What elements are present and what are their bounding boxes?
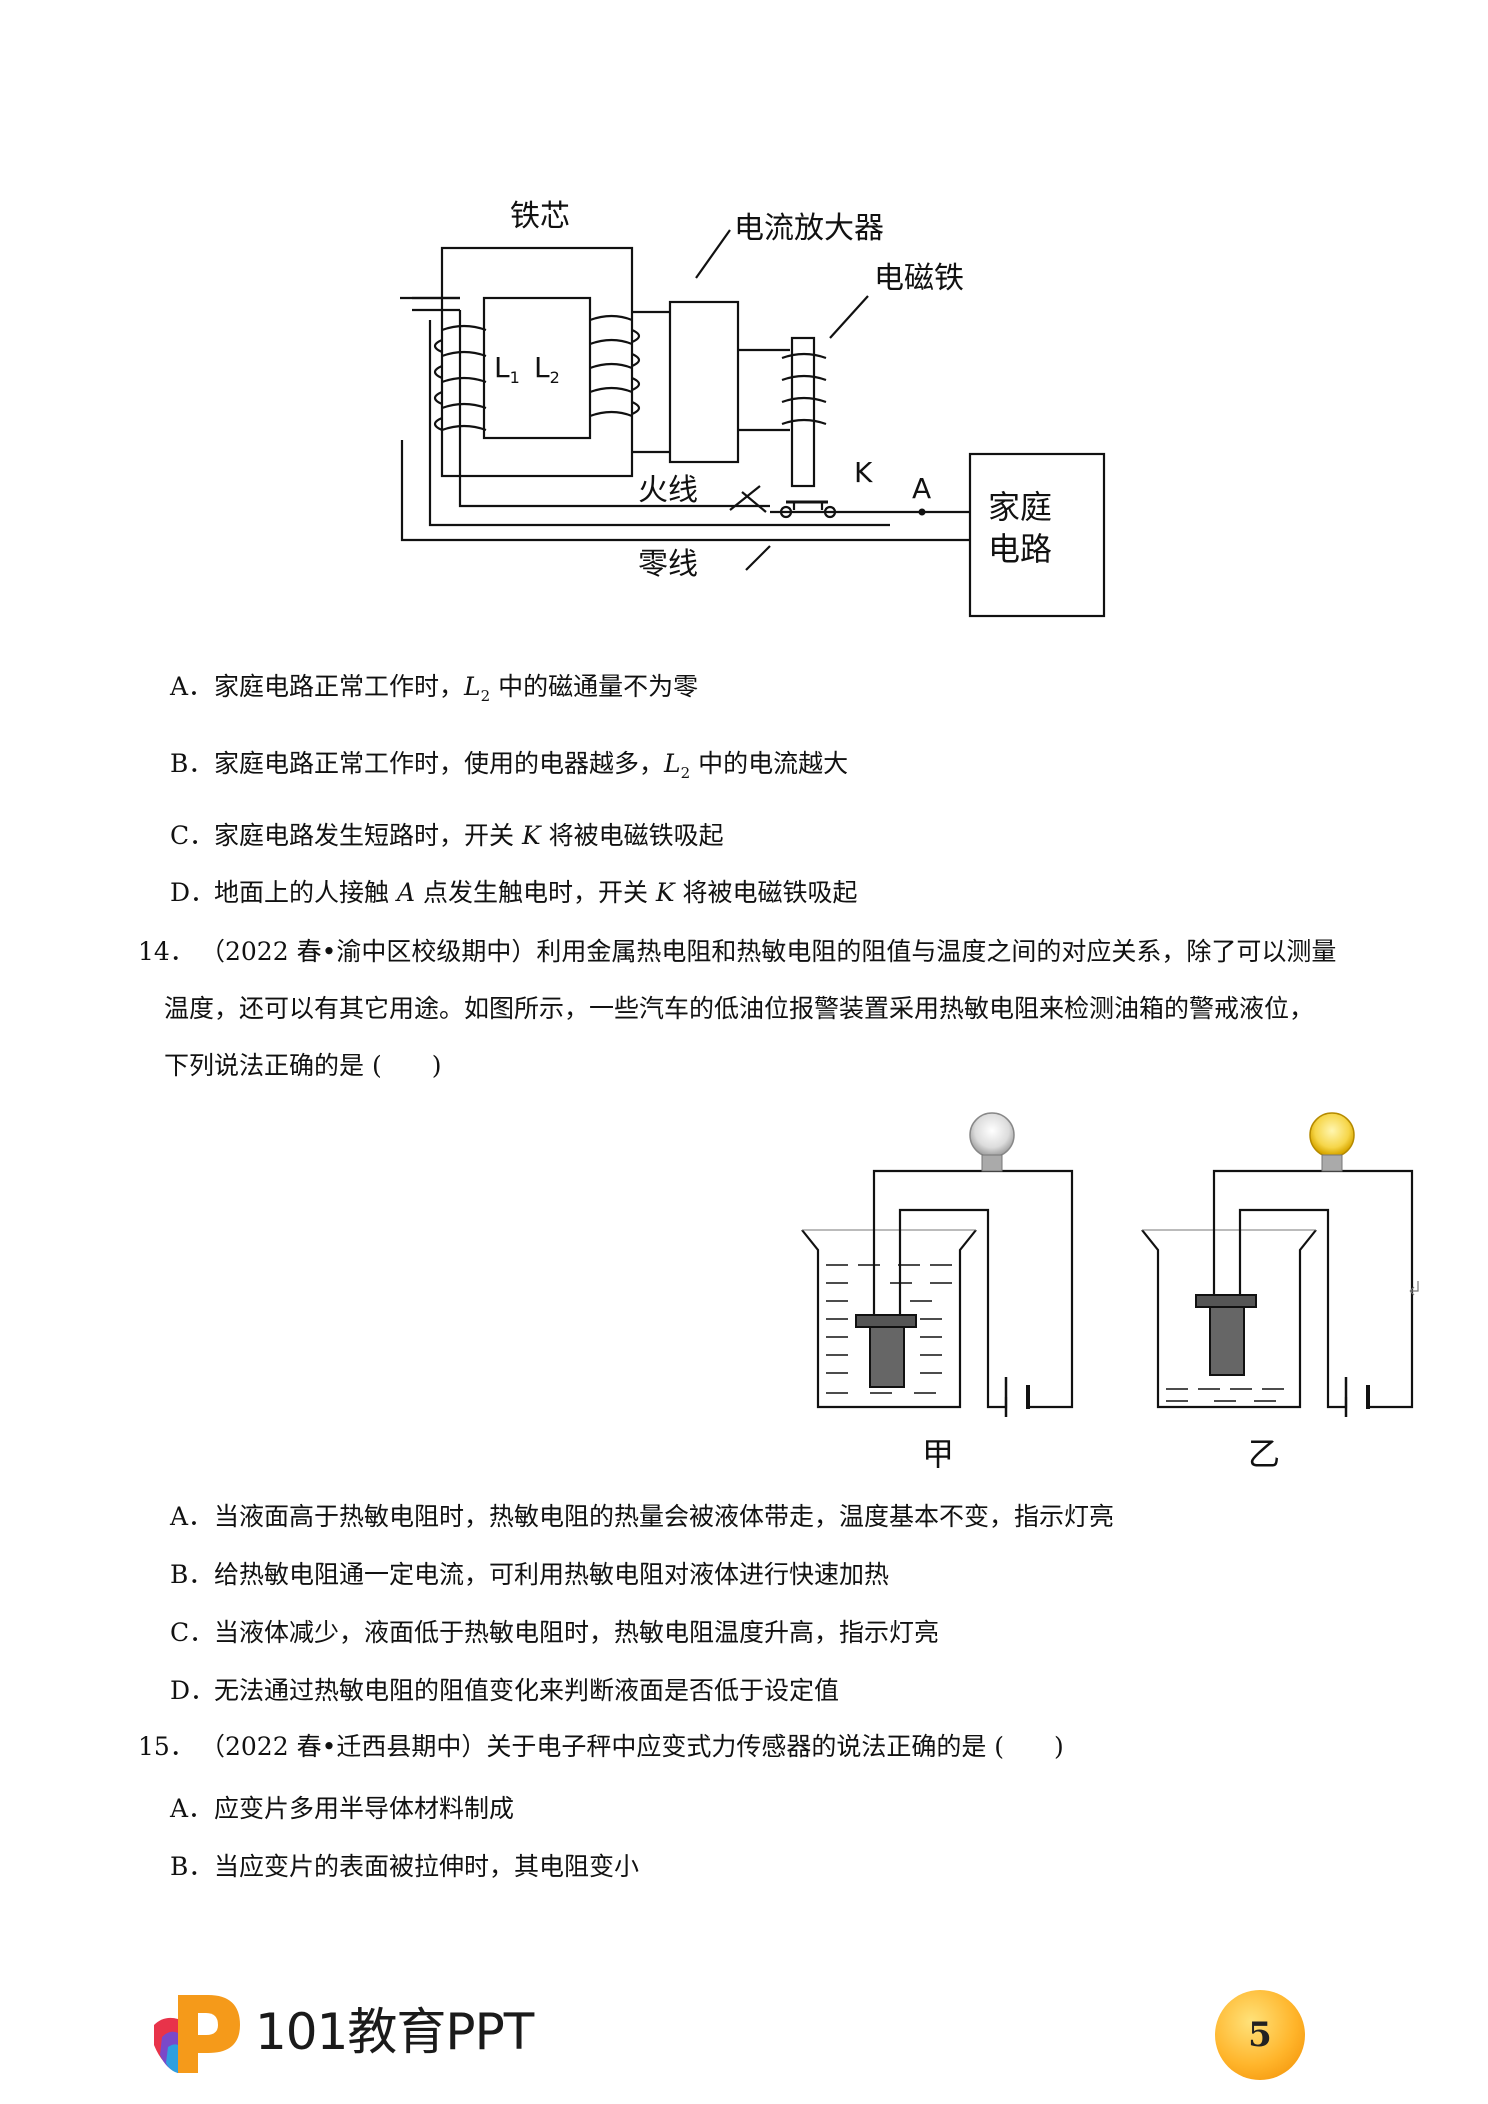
electromagnet-core: [790, 336, 816, 488]
option-text: 点发生触电时，开关: [415, 878, 656, 907]
brand-logo-icon: [148, 1985, 248, 2084]
beaker-left: 甲: [801, 1112, 1074, 1473]
label-coil-l1: L1: [494, 351, 520, 387]
option-var: L: [464, 672, 481, 701]
home-circuit-box: [968, 452, 1106, 618]
q15-option-a: A．应变片多用半导体材料制成: [170, 1792, 514, 1826]
thermistor-cap: [855, 1314, 917, 1328]
label-coil-l2: L2: [534, 351, 560, 387]
option-key: B．: [170, 749, 214, 778]
option-var: K: [655, 878, 675, 907]
circuit-figure-leakage-protector: 铁芯 电流放大器 电磁铁 L1 L2 K A 火线 零线 家庭 电路: [390, 190, 1120, 630]
option-sub: 2: [680, 764, 691, 782]
option-text: 给热敏电阻通一定电流，可利用热敏电阻对液体进行快速加热: [214, 1560, 890, 1589]
option-key: D．: [170, 1676, 216, 1705]
label-home-circuit-1: 家庭: [988, 488, 1052, 526]
option-text: 中的磁通量不为零: [490, 672, 699, 701]
label-jia: 甲: [922, 1435, 954, 1473]
thermistor-body: [1209, 1306, 1245, 1376]
option-text: 中的电流越大: [690, 749, 849, 778]
label-yi: 乙: [1248, 1435, 1280, 1473]
option-key: A．: [170, 1502, 214, 1531]
thermistor-beaker-figure: 甲: [790, 1105, 1430, 1490]
q13-option-d: D．地面上的人接触 A 点发生触电时，开关 K 将被电磁铁吸起: [170, 876, 858, 910]
label-electromagnet: 电磁铁: [874, 261, 964, 296]
option-key: C．: [170, 821, 215, 850]
point-a-dot: [918, 508, 926, 516]
option-text: 当应变片的表面被拉伸时，其电阻变小: [214, 1852, 640, 1881]
option-text: 家庭电路正常工作时，: [214, 672, 465, 701]
option-var: L: [664, 749, 681, 778]
option-text: 家庭电路发生短路时，开关: [214, 821, 522, 850]
label-current-amplifier: 电流放大器: [734, 211, 884, 246]
question-number: 14．: [138, 937, 195, 966]
q14-option-a: A．当液面高于热敏电阻时，热敏电阻的热量会被液体带走，温度基本不变，指示灯亮: [170, 1500, 1114, 1534]
option-sub: 2: [480, 687, 491, 705]
q14-stem-line2: 温度，还可以有其它用途。如图所示，一些汽车的低油位报警装置采用热敏电阻来检测油箱…: [164, 994, 1315, 1023]
label-home-circuit-2: 电路: [988, 530, 1052, 568]
label-iron-core: 铁芯: [510, 199, 570, 234]
bulb-off-icon: [969, 1112, 1015, 1172]
q14-stem-line1: 14．（2022 春•渝中区校级期中）利用金属热电阻和热敏电阻的阻值与温度之间的…: [138, 935, 1336, 969]
return-mark-icon: [1409, 1281, 1419, 1296]
option-var: K: [521, 821, 541, 850]
label-point-a: A: [912, 472, 931, 505]
option-text: 应变片多用半导体材料制成: [214, 1794, 515, 1823]
brand-name: 101教育PPT: [255, 2003, 534, 2061]
circuit-diagram: 铁芯 电流放大器 电磁铁 L1 L2 K A 火线 零线 家庭 电路: [400, 199, 1106, 618]
q13-option-a: A．家庭电路正常工作时，L2 中的磁通量不为零: [170, 670, 698, 713]
thermistor-body: [869, 1326, 905, 1388]
q14-option-b: B．给热敏电阻通一定电流，可利用热敏电阻对液体进行快速加热: [170, 1558, 889, 1592]
option-text: 当液体减少，液面低于热敏电阻时，热敏电阻温度升高，指示灯亮: [214, 1618, 940, 1647]
option-text: 将被电磁铁吸起: [540, 821, 724, 850]
label-live-wire: 火线: [638, 473, 698, 508]
option-text: 家庭电路正常工作时，使用的电器越多，: [214, 749, 665, 778]
option-key: C．: [170, 1618, 215, 1647]
question-text: （2022 春•渝中区校级期中）利用金属热电阻和热敏电阻的阻值与温度之间的对应关…: [200, 937, 1337, 966]
iron-core-outer: [440, 246, 634, 478]
label-neutral-wire: 零线: [638, 547, 698, 582]
thermistor-cap: [1195, 1294, 1257, 1308]
option-key: A．: [170, 1794, 214, 1823]
option-var: A: [396, 878, 416, 907]
question-text: （2022 春•迁西县期中）关于电子秤中应变式力传感器的说法正确的是 ( ): [200, 1732, 1064, 1761]
option-text: 地面上的人接触: [214, 878, 397, 907]
q15-stem: 15．（2022 春•迁西县期中）关于电子秤中应变式力传感器的说法正确的是 ( …: [138, 1730, 1064, 1764]
beaker-right: 乙: [1141, 1112, 1414, 1473]
page-number-badge: 5: [1215, 1990, 1305, 2080]
option-key: A．: [170, 672, 214, 701]
q14-stem-line3: 下列说法正确的是 ( ): [164, 1051, 442, 1080]
option-text: 当液面高于热敏电阻时，热敏电阻的热量会被液体带走，温度基本不变，指示灯亮: [214, 1502, 1115, 1531]
option-key: B．: [170, 1852, 214, 1881]
q15-option-b: B．当应变片的表面被拉伸时，其电阻变小: [170, 1850, 639, 1884]
question-number: 15．: [138, 1732, 195, 1761]
label-switch-k: K: [854, 456, 873, 489]
current-amplifier-box: [668, 300, 740, 464]
option-key: D．: [170, 878, 216, 907]
q13-option-c: C．家庭电路发生短路时，开关 K 将被电磁铁吸起: [170, 819, 724, 853]
q13-option-b: B．家庭电路正常工作时，使用的电器越多，L2 中的电流越大: [170, 747, 848, 790]
bulb-on-icon: [1309, 1112, 1355, 1172]
thermistor-diagram: 甲: [801, 1112, 1419, 1473]
option-text: 将被电磁铁吸起: [674, 878, 858, 907]
q14-option-d: D．无法通过热敏电阻的阻值变化来判断液面是否低于设定值: [170, 1674, 839, 1708]
q14-option-c: C．当液体减少，液面低于热敏电阻时，热敏电阻温度升高，指示灯亮: [170, 1616, 939, 1650]
option-text: 无法通过热敏电阻的阻值变化来判断液面是否低于设定值: [214, 1676, 840, 1705]
option-key: B．: [170, 1560, 214, 1589]
